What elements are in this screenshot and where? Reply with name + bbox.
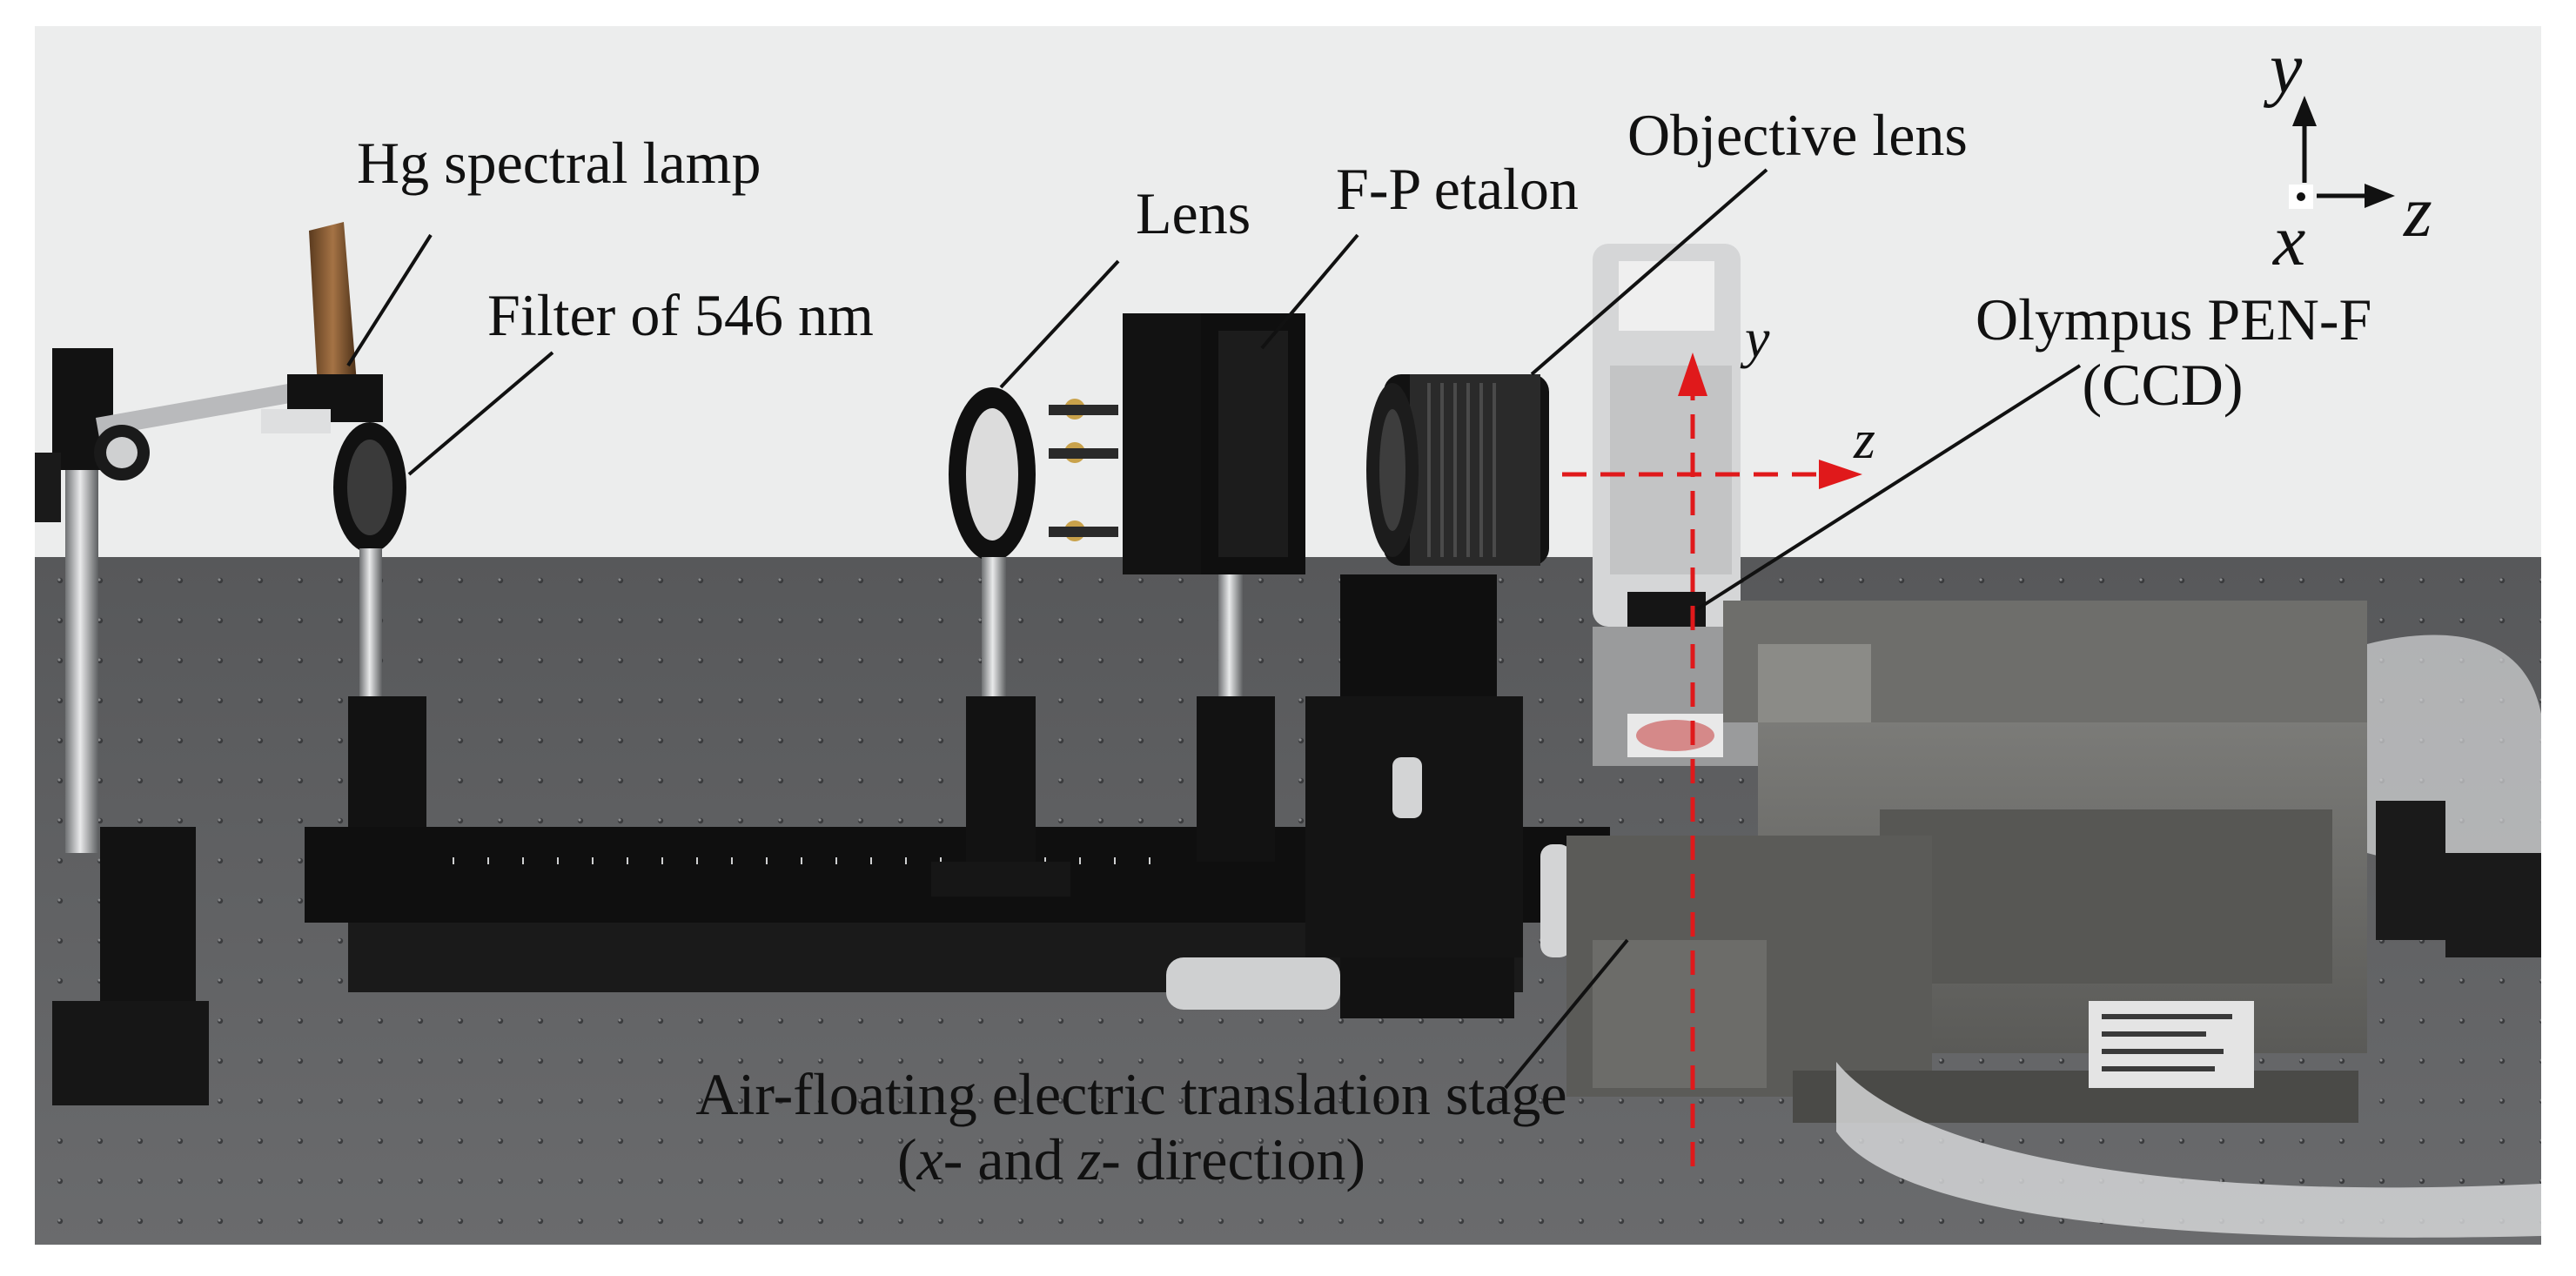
camera-axis-y-label: y bbox=[1745, 307, 1770, 369]
camera-axes-overlay bbox=[1562, 353, 1862, 1166]
leader-camera bbox=[1695, 364, 2082, 611]
leader-stage bbox=[1504, 938, 1629, 1090]
leader-lens bbox=[999, 259, 1120, 389]
left-post-holder bbox=[35, 348, 297, 1105]
xyz-manual-stage bbox=[1166, 574, 1572, 1018]
label-lens: Lens bbox=[1136, 180, 1251, 246]
leader-fp-etalon bbox=[1260, 233, 1359, 350]
corner-axis-y-label: y bbox=[2270, 28, 2303, 109]
leader-filter bbox=[407, 351, 554, 476]
label-hg-spectral-lamp: Hg spectral lamp bbox=[357, 130, 761, 196]
leader-hg-lamp bbox=[346, 233, 433, 367]
ribbon-cables bbox=[1836, 635, 2541, 1238]
label-stage-open: ( bbox=[896, 1125, 917, 1192]
corner-axis-x-label: x bbox=[2273, 200, 2306, 281]
label-stage-line1: Air-floating electric translation stage bbox=[695, 1061, 1567, 1127]
objective-lens bbox=[1366, 374, 1549, 566]
label-stage-mid: - and bbox=[943, 1125, 1078, 1192]
corner-axis-z-label: z bbox=[2404, 171, 2432, 252]
label-stage-x: x bbox=[916, 1125, 943, 1192]
label-stage: Air-floating electric translation stage … bbox=[574, 1062, 1688, 1192]
lens-holder bbox=[931, 387, 1070, 897]
leader-objective bbox=[1530, 168, 1768, 376]
corner-axis-indicator bbox=[2289, 96, 2395, 209]
air-floating-stage bbox=[1566, 601, 2367, 1123]
label-camera-line1: Olympus PEN-F bbox=[1976, 286, 2372, 353]
label-camera: Olympus PEN-F (CCD) bbox=[1976, 286, 2372, 418]
label-stage-end: - direction) bbox=[1101, 1125, 1366, 1192]
label-camera-line2: (CCD) bbox=[2082, 351, 2244, 418]
label-stage-z: z bbox=[1077, 1125, 1102, 1192]
fp-etalon bbox=[1049, 313, 1305, 862]
label-stage-line2: (x- and z- direction) bbox=[574, 1125, 1688, 1192]
leader-lines bbox=[346, 168, 2082, 1090]
label-filter: Filter of 546 nm bbox=[487, 282, 874, 348]
hg-spectral-lamp bbox=[261, 222, 383, 433]
camera-axis-z-label: z bbox=[1854, 408, 1875, 470]
label-fp-etalon: F-P etalon bbox=[1336, 156, 1579, 222]
label-objective-lens: Objective lens bbox=[1627, 102, 1968, 168]
